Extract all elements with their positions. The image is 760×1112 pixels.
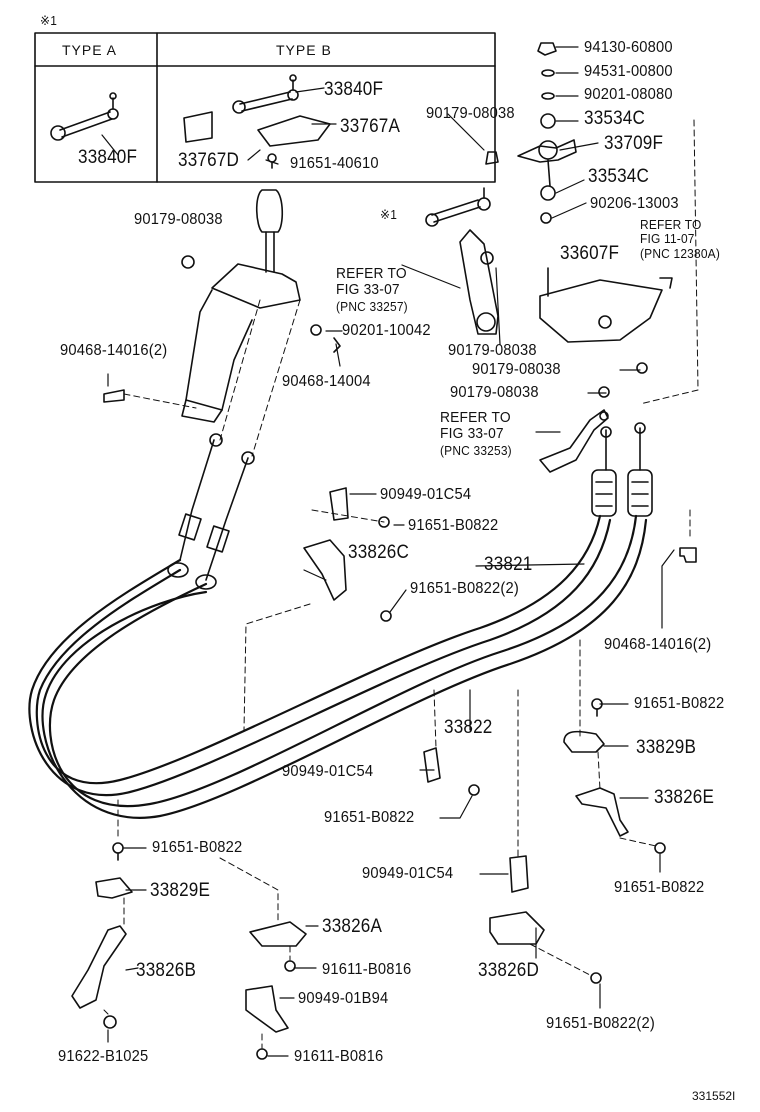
- part-33826c: 33826C: [348, 542, 409, 563]
- center-clips: [103, 389, 602, 984]
- type-a-shift-rod: [50, 92, 119, 141]
- type-b-shift-rod: [183, 74, 331, 169]
- upper-right-hardware: [483, 42, 577, 224]
- part-91651-b0822-b: 91651-B0822: [634, 695, 725, 712]
- part-90949-01c54-b: 90949-01C54: [282, 763, 374, 780]
- ref-fig-33-07-b-line2: FIG 33-07: [440, 425, 504, 442]
- type-b-part-33840f: 33840F: [324, 79, 384, 100]
- part-33826e: 33826E: [654, 787, 715, 808]
- part-33826d: 33826D: [478, 960, 539, 981]
- cable-loops: [28, 514, 648, 819]
- footnote-mark: ※1: [40, 13, 58, 28]
- type-a-part-33840f: 33840F: [78, 147, 138, 168]
- part-90179-08038-d: 90179-08038: [472, 361, 561, 378]
- dashed-guides: [103, 119, 699, 1049]
- inline-mark: ※1: [380, 207, 398, 222]
- part-94130-60800: 94130-60800: [584, 39, 673, 56]
- part-90179-08038-a: 90179-08038: [426, 105, 515, 122]
- type-a-header: TYPE A: [62, 42, 118, 58]
- type-b-part-33767d: 33767D: [178, 150, 239, 171]
- part-33829e: 33829E: [150, 880, 211, 901]
- part-90949-01c54-c: 90949-01C54: [362, 865, 454, 882]
- ref-fig-33-07-a-line3: (PNC 33257): [336, 299, 408, 314]
- part-33534c-top: 33534C: [584, 108, 645, 129]
- part-91651-b0822-e: 91651-B0822: [614, 879, 705, 896]
- shift-lever-assembly: [181, 189, 301, 423]
- bush-upper: [636, 362, 648, 374]
- type-b-part-33767a: 33767A: [340, 116, 401, 137]
- type-table-frame: [34, 32, 496, 183]
- lower-left-brackets: [71, 842, 307, 1060]
- part-90179-08038-c: 90179-08038: [448, 342, 537, 359]
- part-91611-b0816-b: 91611-B0816: [294, 1048, 384, 1065]
- bracket-33607f: [539, 267, 673, 343]
- part-91611-b0816-a: 91611-B0816: [322, 961, 412, 978]
- part-33534c-mid: 33534C: [588, 166, 649, 187]
- cable-ends-lever: [167, 433, 255, 590]
- part-91651-b0822-d: 91651-B0822: [152, 839, 243, 856]
- part-90468-14016-2-a: 90468-14016(2): [60, 342, 168, 359]
- part-91651-b0822-2-a: 91651-B0822(2): [410, 580, 519, 597]
- ref-fig-33-07-b-line1: REFER TO: [440, 409, 511, 426]
- part-90468-14004: 90468-14004: [282, 373, 371, 390]
- part-91651-b0822-c: 91651-B0822: [324, 809, 415, 826]
- cable-ends-transmission: [591, 422, 653, 517]
- part-33826a: 33826A: [322, 916, 383, 937]
- part-33829b: 33829B: [636, 737, 697, 758]
- part-91651-b0822-2-b: 91651-B0822(2): [546, 1015, 655, 1032]
- part-91622-b1025: 91622-B1025: [58, 1048, 149, 1065]
- part-94531-00800: 94531-00800: [584, 63, 673, 80]
- control-shaft-lever: [310, 197, 499, 353]
- part-33822: 33822: [444, 717, 493, 738]
- part-90179-08038-b: 90179-08038: [134, 211, 223, 228]
- bush-lower: [598, 386, 610, 398]
- part-90201-10042: 90201-10042: [342, 322, 431, 339]
- part-33826b: 33826B: [136, 960, 197, 981]
- part-33709f: 33709F: [604, 133, 664, 154]
- part-33607f: 33607F: [560, 243, 620, 264]
- ref-fig-33-07-b-line3: (PNC 33253): [440, 443, 512, 458]
- part-33821: 33821: [484, 554, 533, 575]
- part-90179-08038-e: 90179-08038: [450, 384, 539, 401]
- ref-fig-11-07-line1: REFER TO: [640, 217, 702, 232]
- part-90949-01b94: 90949-01B94: [298, 990, 389, 1007]
- ref-fig-11-07-line2: FIG 11-07: [640, 231, 695, 246]
- ref-fig-33-07-a-line2: FIG 33-07: [336, 281, 400, 298]
- part-90949-01c54-a: 90949-01C54: [380, 486, 472, 503]
- ref-fig-33-07-a-line1: REFER TO: [336, 265, 407, 282]
- shift-lever-link: [539, 409, 609, 473]
- type-b-header: TYPE B: [276, 42, 332, 58]
- part-91651-b0822-a: 91651-B0822: [408, 517, 499, 534]
- part-90206-13003: 90206-13003: [590, 195, 679, 212]
- ref-fig-11-07-line3: (PNC 12380A): [640, 246, 720, 261]
- leader-lines: [101, 46, 675, 1057]
- figure-id: 331552I: [692, 1089, 736, 1103]
- part-90468-14016-2-b: 90468-14016(2): [604, 636, 712, 653]
- part-90201-08080: 90201-08080: [584, 86, 673, 103]
- type-b-part-91651-40610: 91651-40610: [290, 155, 379, 172]
